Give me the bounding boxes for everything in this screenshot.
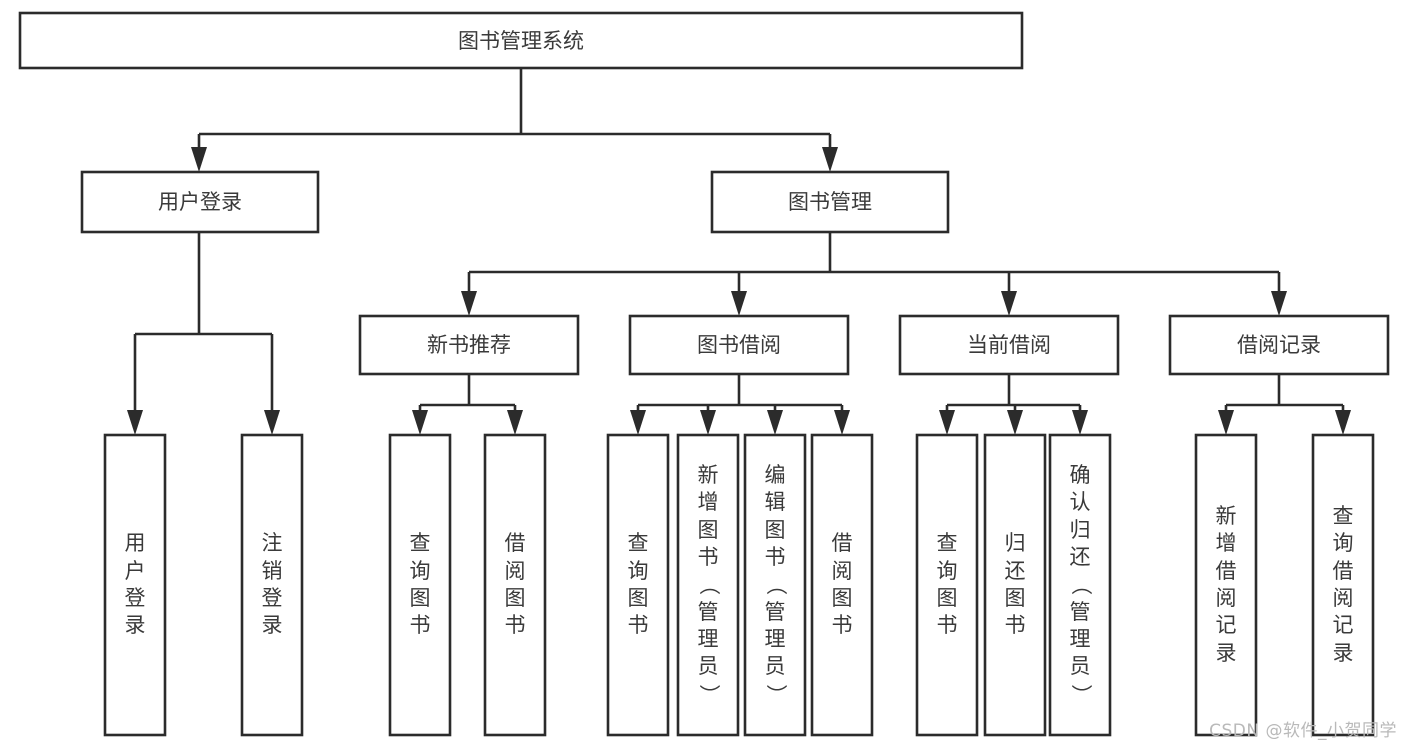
node-book-borrow[interactable]: 图书借阅 (628, 314, 850, 376)
leaf-box-user-login[interactable] (103, 433, 167, 737)
connector-root-to-level2 (191, 68, 838, 172)
node-book-borrow-label: 图书借阅 (697, 333, 781, 357)
node-root[interactable]: 图书管理系统 (18, 11, 1024, 70)
node-root-label: 图书管理系统 (458, 29, 584, 53)
connector-userlogin-to-leaves (127, 232, 280, 435)
leaf-box-borrow-book-2[interactable] (810, 433, 874, 737)
leaf-box-edit-book-admin[interactable] (743, 433, 807, 737)
node-new-book-recommend-label: 新书推荐 (427, 333, 511, 357)
node-new-book-recommend[interactable]: 新书推荐 (358, 314, 580, 376)
node-user-login-label: 用户登录 (158, 190, 242, 214)
csdn-watermark: CSDN @软件_小贺同学 (1209, 721, 1397, 741)
node-borrow-record[interactable]: 借阅记录 (1168, 314, 1390, 376)
connector-bookborrow-to-leaves (630, 374, 850, 435)
connector-newbook-to-leaves (412, 374, 523, 435)
leaf-box-confirm-return-admin[interactable] (1048, 433, 1112, 737)
leaf-box-query-book-3[interactable] (915, 433, 979, 737)
connector-bookmgmt-to-level3 (461, 232, 1287, 316)
leaf-box-return-book[interactable] (983, 433, 1047, 737)
leaf-box-query-borrow-record[interactable] (1311, 433, 1375, 737)
node-current-borrow-label: 当前借阅 (967, 333, 1051, 357)
node-book-management-label: 图书管理 (788, 190, 872, 214)
leaf-box-add-borrow-record[interactable] (1194, 433, 1258, 737)
connector-currentborrow-to-leaves (939, 374, 1088, 435)
leaf-box-logout-login[interactable] (240, 433, 304, 737)
node-book-management[interactable]: 图书管理 (710, 170, 950, 234)
leaf-box-query-book-2[interactable] (606, 433, 670, 737)
connector-borrowrecord-to-leaves (1218, 374, 1351, 435)
leaf-box-add-book-admin[interactable] (676, 433, 740, 737)
leaf-box-query-book-1[interactable] (388, 433, 452, 737)
leaf-box-borrow-book-1[interactable] (483, 433, 547, 737)
node-borrow-record-label: 借阅记录 (1237, 333, 1321, 357)
node-current-borrow[interactable]: 当前借阅 (898, 314, 1120, 376)
node-user-login[interactable]: 用户登录 (80, 170, 320, 234)
